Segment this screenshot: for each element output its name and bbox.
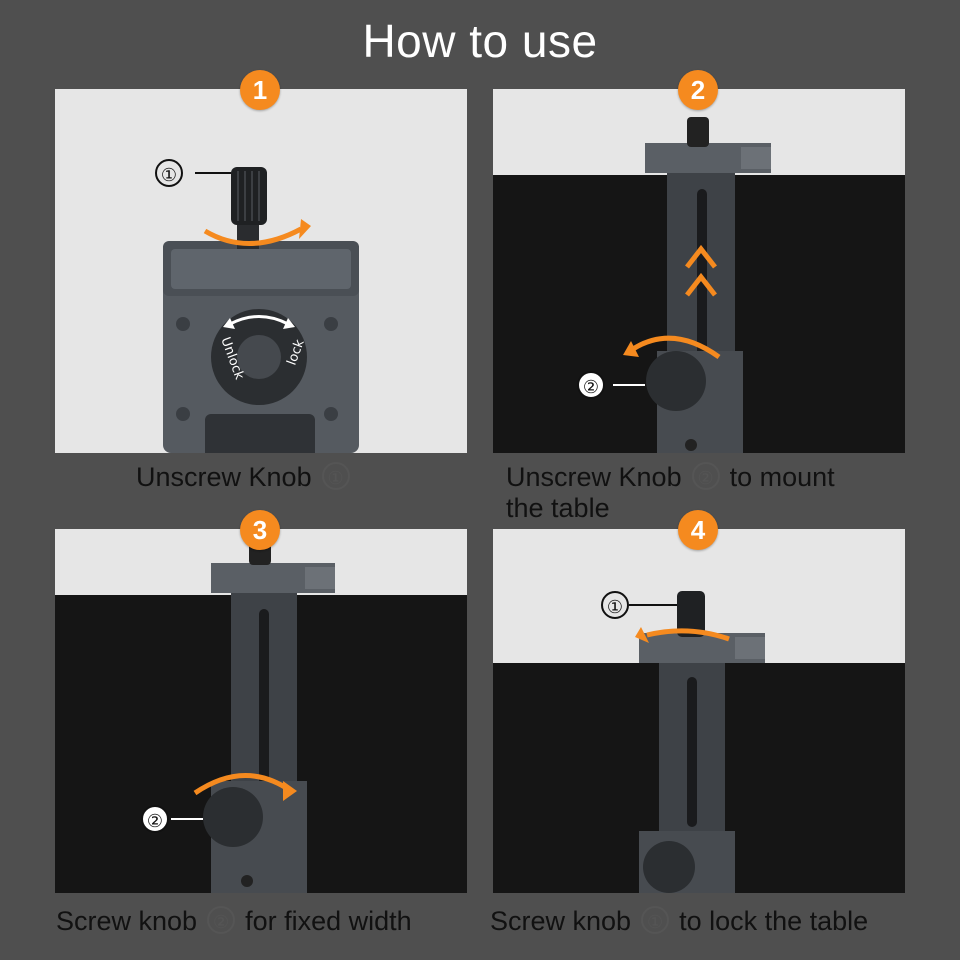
step-4-callout: ①	[601, 591, 629, 619]
step-2-marker: ②	[691, 461, 720, 490]
rotate-arrow	[203, 226, 303, 246]
knob-2	[646, 351, 706, 411]
step-1-panel: ① Unlock lock	[55, 89, 467, 453]
step-4-panel: ①	[493, 529, 905, 893]
knob-2	[203, 787, 263, 847]
step-2-callout: ②	[577, 371, 605, 399]
step-2-panel: ②	[493, 89, 905, 453]
step-4-badge: 4	[678, 510, 718, 550]
step-3-marker: ②	[207, 905, 236, 934]
step-3-panel: ②	[55, 529, 467, 893]
top-knob	[677, 591, 705, 637]
step-1-marker: ①	[321, 461, 350, 490]
step-3-badge: 3	[240, 510, 280, 550]
step-1-callout: ①	[155, 159, 183, 187]
step-4-illustration	[493, 529, 905, 893]
step-1-illustration	[55, 89, 467, 453]
top-knob	[231, 167, 267, 225]
page-title: How to use	[362, 15, 598, 67]
step-3-illustration	[55, 529, 467, 893]
step-1-badge: 1	[240, 70, 280, 110]
step-3-callout: ②	[141, 805, 169, 833]
step-2-badge: 2	[678, 70, 718, 110]
knob-2	[643, 841, 695, 893]
step-4-marker: ①	[641, 905, 670, 934]
step-2-illustration	[493, 89, 905, 453]
